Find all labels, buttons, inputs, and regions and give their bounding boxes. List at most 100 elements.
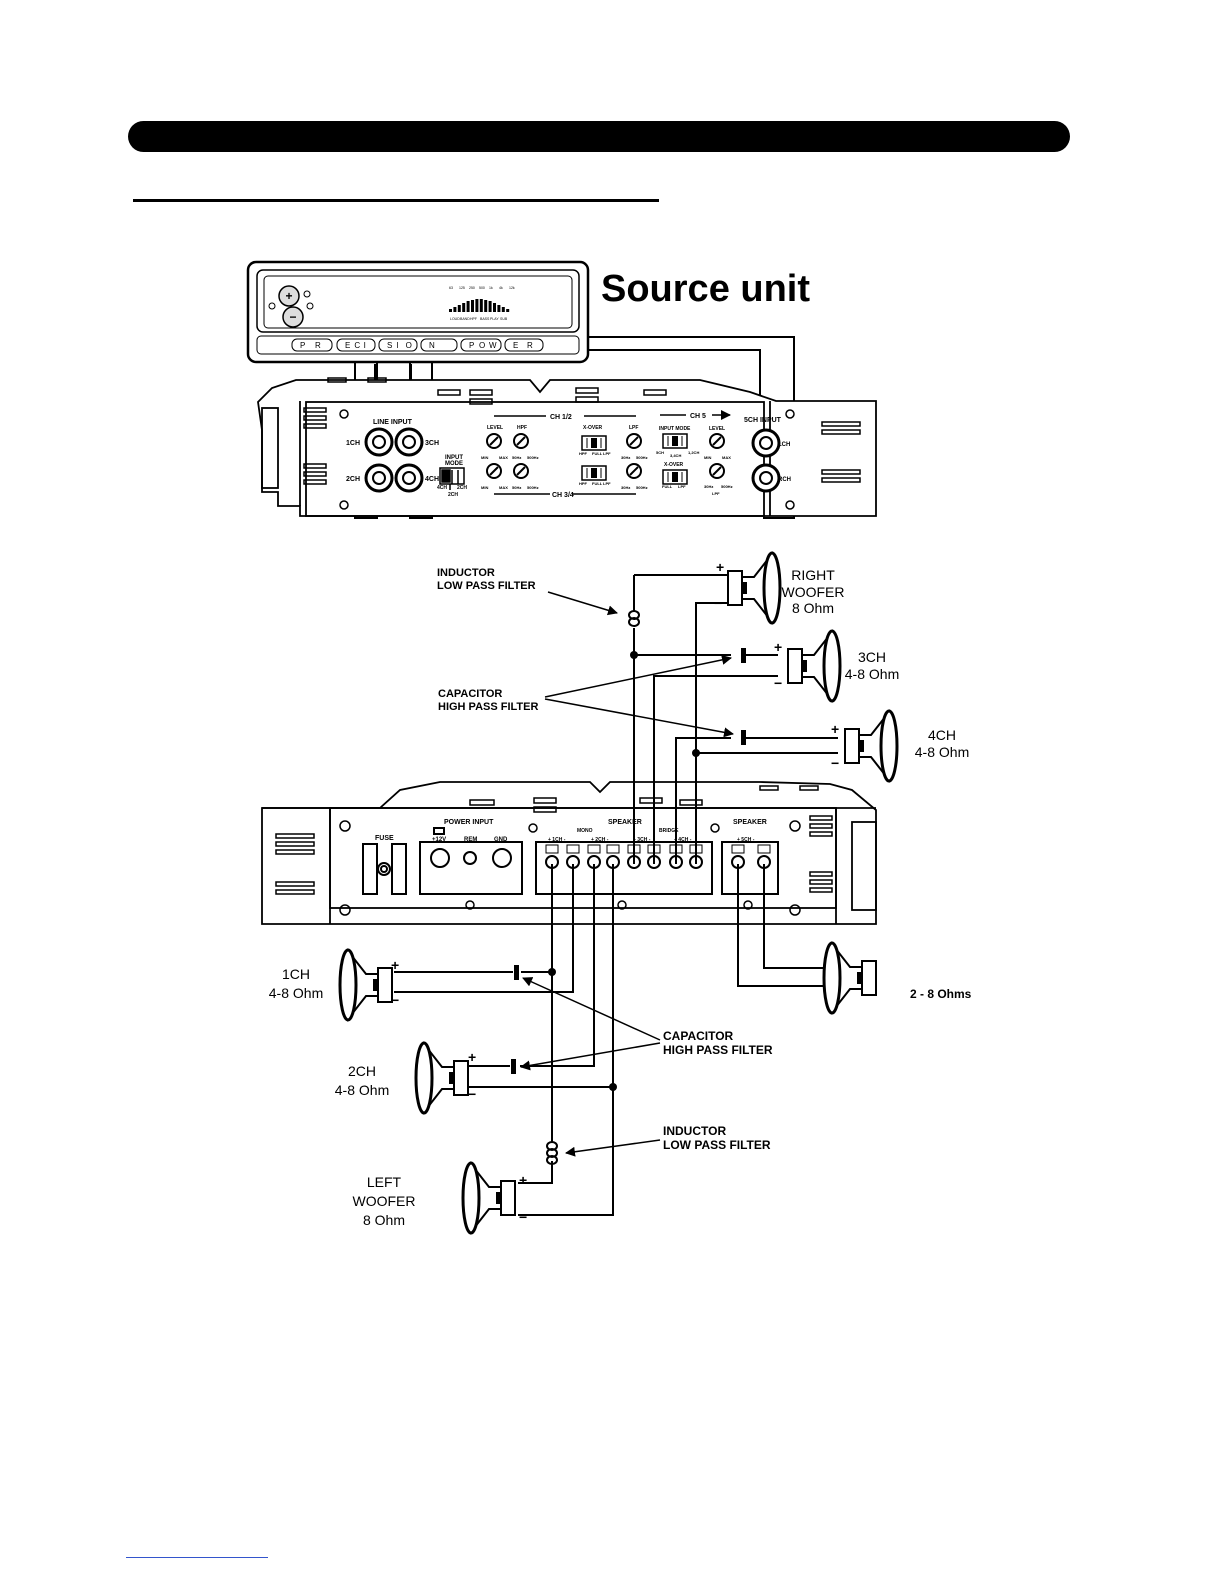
brand-letter: P [469,341,474,350]
polarity-plus-right-woofer: + [716,559,724,575]
lpf-knob-ch12[interactable] [626,433,642,449]
speaker-label-5ch: SPEAKER [733,819,767,826]
right-woofer-label-2: WOOFER [782,584,845,600]
level-knob-ch12[interactable] [486,433,502,449]
spectrum-label: 63 [449,286,453,290]
term-group-2ch: + 2CH - [591,837,609,843]
control-label: X-OVER [664,462,684,468]
source-preset-button[interactable] [460,338,502,352]
jack-label-4ch: 4CH [425,476,439,483]
source-preset-button[interactable] [504,338,544,352]
polarity-plus-1ch: + [391,957,399,973]
ch5-xover-switch[interactable] [662,469,688,485]
ch2-label-1: 2CH [348,1063,376,1079]
hpf-knob-ch34[interactable] [513,463,529,479]
polarity-plus-left-woofer: + [519,1172,527,1188]
control-label: MIN [481,455,488,460]
polarity-plus-2ch: + [468,1049,476,1065]
ch4-label-2: 4-8 Ohm [915,744,969,760]
input-mode-opt-2ch: 2CH [448,492,458,498]
inductor-bottom [546,1141,558,1165]
control-label: 500Hz [527,485,539,490]
polarity-minus-4ch: − [831,755,839,771]
mode-label: BASS [480,317,490,321]
brand-letter: R [527,341,533,350]
control-label: 500Hz [527,455,539,460]
lpf-knob-ch5[interactable] [709,463,725,479]
brand-letter: P [300,341,305,350]
spectrum-label: 1k [489,286,493,290]
five-ch-input-label: 5CH INPUT [744,417,782,424]
power-terminal-12v[interactable] [430,848,450,868]
brand-letter: N [429,341,435,350]
control-label: MIN [704,455,711,460]
capacitor-top-label-2: HIGH PASS FILTER [438,701,538,713]
ch5-label: CH 5 [690,413,706,420]
control-label: FULL [592,451,603,456]
ch1-label-2: 4-8 Ohm [269,985,323,1001]
source-unit-title: Source unit [601,268,810,310]
polarity-minus-left-woofer: − [519,1209,527,1225]
term-group-1ch: + 1CH - [548,837,566,843]
speaker-3ch [786,629,842,703]
ch4-label-1: 4CH [928,727,956,743]
capacitor-bottom-1ch [514,965,519,980]
ch5-input-mode-switch[interactable] [662,433,688,449]
capacitor-bottom-label-1: CAPACITOR [663,1029,734,1043]
five-ch-lch-label: LCH [778,442,790,448]
input-mode-switch[interactable] [439,467,465,490]
volume-up-button[interactable] [278,285,300,307]
inductor-top-label-1: INDUCTOR [437,567,495,579]
speaker-5ch [822,941,878,1015]
input-mode-opt-4ch: 4CH [437,485,447,491]
input-mode-label-1: INPUT [445,455,463,461]
footer-rule [126,1557,268,1558]
source-preset-button[interactable] [378,338,418,352]
polarity-minus-2ch: − [468,1086,476,1102]
speaker-2ch [414,1041,470,1115]
hpf-knob-ch12[interactable] [513,433,529,449]
header-bar [128,121,1070,152]
polarity-plus-4ch: + [831,721,839,737]
spectrum-label: 12k [509,286,515,290]
ch3-label-2: 4-8 Ohm [845,666,899,682]
source-preset-button[interactable] [420,338,458,352]
capacitor-top-label-1: CAPACITOR [438,688,502,700]
ch12-label: CH 1/2 [550,414,572,421]
source-preset-button[interactable] [336,338,376,352]
speaker-1ch [338,948,394,1022]
fuse-block [362,843,407,895]
control-label: LPF [603,481,611,486]
xover-switch-ch12[interactable] [581,435,607,451]
level-knob-ch34[interactable] [486,463,502,479]
source-preset-button[interactable] [291,338,333,352]
spectrum-label: 250 [469,286,475,290]
control-label: LPF [603,451,611,456]
level-knob-ch5[interactable] [709,433,725,449]
power-input-label: POWER INPUT [444,819,494,826]
ch2-label-2: 4-8 Ohm [335,1082,389,1098]
xover-switch-ch34[interactable] [581,465,607,481]
brand-letter: I [396,341,398,350]
control-label: 5CH [656,450,664,455]
control-label: HPF [579,451,588,456]
power-term-rem-label: REM [464,837,477,843]
jack-label-3ch: 3CH [425,440,439,447]
term-group-4ch: + 4CH - [674,837,692,843]
polarity-minus-1ch: − [391,992,399,1008]
control-label: 1,2CH [688,450,699,455]
lpf-knob-ch34[interactable] [626,463,642,479]
five-ch-rch-label: RCH [778,477,791,483]
control-label: 500Hz [636,485,648,490]
brand-letter: I [364,341,366,350]
control-label: FULL [592,481,603,486]
jack-label-1ch: 1CH [346,440,360,447]
volume-down-button[interactable] [282,306,304,328]
control-label: 500Hz [636,455,648,460]
svg-text:+: + [285,289,292,303]
speaker-wires-top [633,574,838,864]
power-terminal-gnd[interactable] [492,848,512,868]
control-label: LEVEL [487,425,503,431]
power-terminal-rem[interactable] [463,851,477,865]
